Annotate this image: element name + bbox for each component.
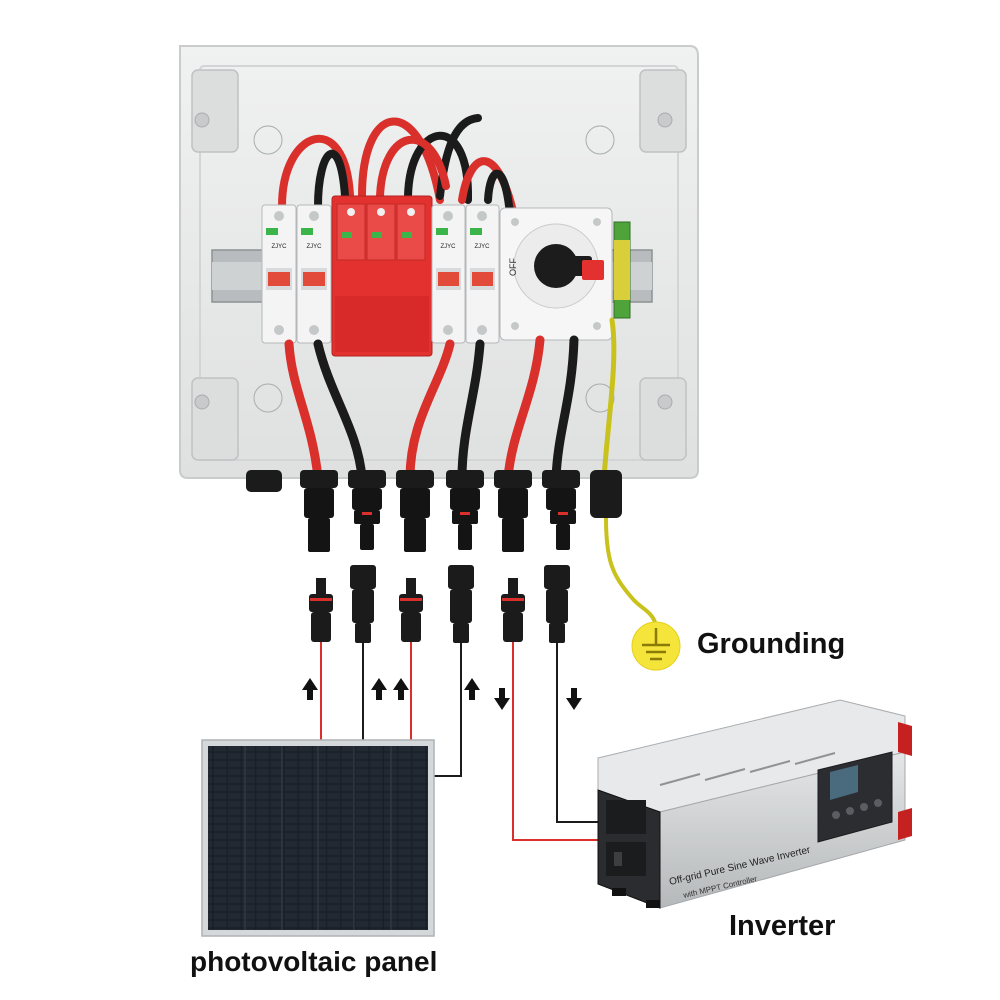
inverter-label: Inverter (729, 910, 836, 942)
breaker-brand-text: ZJYC (475, 244, 491, 250)
switch-off-text: OFF (508, 258, 518, 276)
loose-mc4-connectors (309, 565, 570, 643)
wiring-lines (320, 642, 600, 841)
photovoltaic-panel-label: photovoltaic panel (190, 946, 438, 977)
cables-to-connectors (284, 317, 617, 483)
dc-isolator-switch: OFF (499, 207, 613, 341)
ground-terminal (613, 221, 631, 319)
breaker-brand-text: ZJYC (272, 244, 288, 250)
box-mc4-connectors (246, 470, 622, 552)
breaker-brand-text: ZJYC (441, 244, 457, 250)
breaker-brand-text: ZJYC (307, 244, 323, 250)
mounting-boss (191, 69, 687, 461)
dc-breaker-group-right: ZJYC ZJYC (431, 204, 500, 344)
arrow-up-icon (302, 678, 480, 700)
surge-protector (331, 195, 433, 357)
ground-symbol-icon (631, 621, 681, 671)
grounding-label: Grounding (697, 628, 846, 660)
ground-wire (604, 517, 657, 623)
top-cable-loops (278, 114, 519, 224)
dc-breaker-group-left: ZJYC ZJYC (261, 204, 332, 344)
photovoltaic-panel-image (201, 739, 435, 937)
inverter-image: Off-grid Pure Sine Wave Inverter with MP… (597, 699, 912, 909)
arrow-down-icon (494, 688, 582, 710)
